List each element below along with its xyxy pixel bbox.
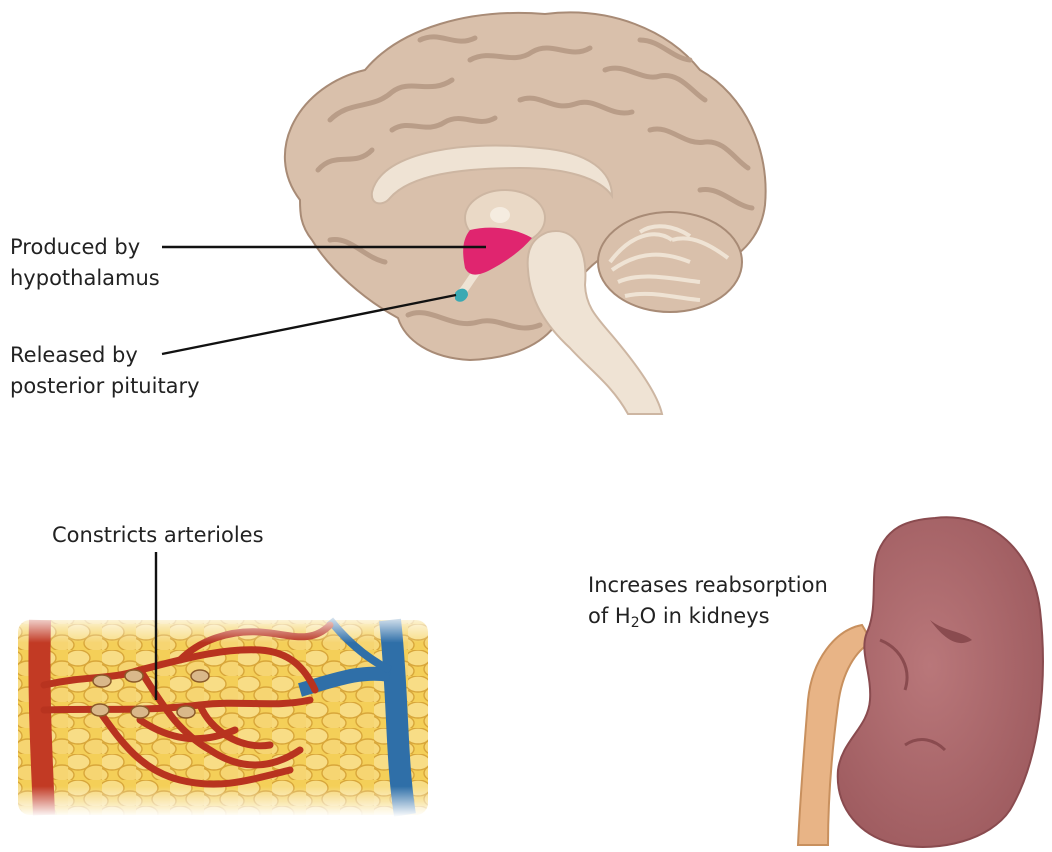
label-kidneys-line1: Increases reabsorption bbox=[588, 573, 828, 597]
label-kidneys-subscript: 2 bbox=[630, 615, 640, 631]
brain-illustration bbox=[283, 11, 767, 415]
hypothalamus bbox=[463, 227, 532, 275]
ureter bbox=[796, 623, 874, 846]
arterioles-illustration bbox=[18, 612, 428, 817]
leader-lines bbox=[154, 245, 486, 700]
label-kidneys-line2-prefix: of H bbox=[588, 604, 631, 628]
label-hypothalamus-line2: hypothalamus bbox=[10, 266, 160, 290]
label-hypothalamus-line1: Produced by bbox=[10, 235, 141, 259]
label-arterioles-line1: Constricts arterioles bbox=[52, 523, 264, 547]
leader-line-pituitary bbox=[161, 293, 457, 356]
brainstem bbox=[526, 230, 664, 415]
label-pituitary: Released by posterior pituitary bbox=[10, 340, 200, 402]
cerebellum bbox=[597, 211, 743, 313]
kidney bbox=[836, 516, 1044, 848]
gyri-folds bbox=[315, 34, 755, 331]
label-pituitary-line2: posterior pituitary bbox=[10, 374, 200, 398]
kidney-illustration bbox=[796, 516, 1044, 848]
label-kidneys: Increases reabsorption of H2O in kidneys bbox=[588, 570, 828, 632]
label-pituitary-line1: Released by bbox=[10, 343, 138, 367]
label-kidneys-line2-suffix: O in kidneys bbox=[639, 604, 770, 628]
posterior-pituitary bbox=[455, 288, 468, 302]
label-hypothalamus: Produced by hypothalamus bbox=[10, 232, 160, 294]
label-kidneys-line2: of H2O in kidneys bbox=[588, 601, 828, 632]
label-arterioles: Constricts arterioles bbox=[52, 520, 264, 551]
corpus-callosum bbox=[370, 144, 614, 205]
